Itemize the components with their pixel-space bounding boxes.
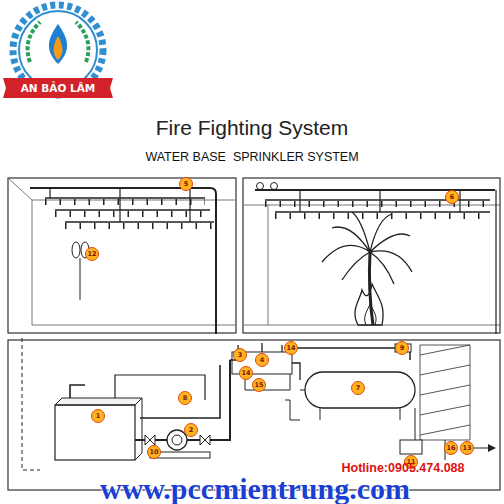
cabinet-wire [415, 408, 488, 460]
callout-number: 2 [189, 427, 194, 434]
callout-number: 8 [183, 395, 188, 402]
room-panel [8, 178, 236, 333]
sprinkler-main [255, 189, 495, 191]
signal-pipe [295, 348, 410, 360]
palm-frond [322, 212, 412, 284]
plant-panel [8, 340, 500, 490]
logo-ring [19, 11, 97, 89]
logo-ribbon [3, 78, 113, 98]
discharge-pipe [135, 360, 230, 440]
subtitle: WATER BASE SPRINKLER SYSTEM [0, 151, 504, 164]
callout-circle: 14 [284, 341, 298, 355]
hotline: Hotline:0905.474.088 [318, 462, 488, 475]
control-cabinet [420, 345, 470, 440]
flow-switch [271, 183, 278, 190]
callout-circle: 5 [179, 177, 193, 191]
logo-laurel [76, 22, 88, 62]
fire-flame [365, 304, 376, 325]
callout-circle: 2 [184, 423, 198, 437]
sprinkler-drop [300, 190, 496, 334]
logo-laurel [28, 22, 40, 62]
callout-circle: 12 [85, 247, 99, 261]
pressure-tank [305, 372, 415, 408]
tank-top [55, 398, 142, 405]
callout-number: 16 [446, 445, 455, 452]
callout-circle: 8 [178, 391, 192, 405]
callout-number: 6 [450, 194, 455, 201]
room-wall [8, 178, 236, 325]
callout-number: 10 [149, 449, 158, 456]
jockey-pump [400, 440, 422, 454]
website: www.pccmientrung.com [40, 474, 470, 504]
logo-name: AN BẢO LÂM [3, 83, 113, 94]
callout-circle: 9 [395, 341, 409, 355]
callout-number: 12 [87, 251, 96, 258]
callout-number: 9 [400, 345, 405, 352]
sprinkler-head [45, 202, 214, 226]
callout-number: 13 [462, 445, 471, 452]
valve-symbol [200, 435, 210, 445]
callout-circle: 16 [444, 441, 458, 455]
arrow-head [488, 444, 496, 452]
room-panel [243, 178, 500, 333]
diagram-title: Fire Fighting System [0, 117, 504, 138]
flow-switch [257, 183, 264, 190]
valve-symbol [145, 435, 155, 445]
callout-number: 4 [260, 357, 265, 364]
callout-circle: 6 [445, 190, 459, 204]
callout-number: 5 [184, 181, 189, 188]
callout-number: 14 [286, 345, 295, 352]
riser-dashed [22, 338, 40, 470]
callout-circle: 10 [147, 445, 161, 459]
sprinkler-drop [50, 188, 190, 222]
callout-circle: 13 [460, 441, 474, 455]
callout-number: 1 [96, 413, 101, 420]
callout-circle: 15 [252, 378, 266, 392]
callout-circle: 7 [351, 381, 365, 395]
callout-number: 14 [241, 370, 250, 377]
callout-number: 3 [238, 352, 243, 359]
callout-number: 7 [356, 385, 361, 392]
callout-number: 15 [254, 382, 263, 389]
sprinkler-head [265, 204, 490, 216]
callout-circle: 3 [233, 348, 247, 362]
logo-drop [49, 24, 67, 64]
logo-flame [54, 36, 63, 60]
sprinkler-main [30, 188, 216, 334]
sprinkler-drop [80, 258, 81, 300]
pump-impeller [172, 435, 182, 445]
sprinkler-branch [45, 198, 214, 222]
callout-circle: 1 [91, 409, 105, 423]
fire-flame [355, 284, 383, 325]
sprinkler-symbol [72, 242, 80, 258]
room-wall [243, 205, 500, 325]
callout-circle: 4 [255, 353, 269, 367]
callout-circle: 14 [239, 366, 253, 380]
tank-legs [285, 390, 400, 420]
tank-side [135, 398, 142, 460]
water-tank [55, 405, 135, 460]
